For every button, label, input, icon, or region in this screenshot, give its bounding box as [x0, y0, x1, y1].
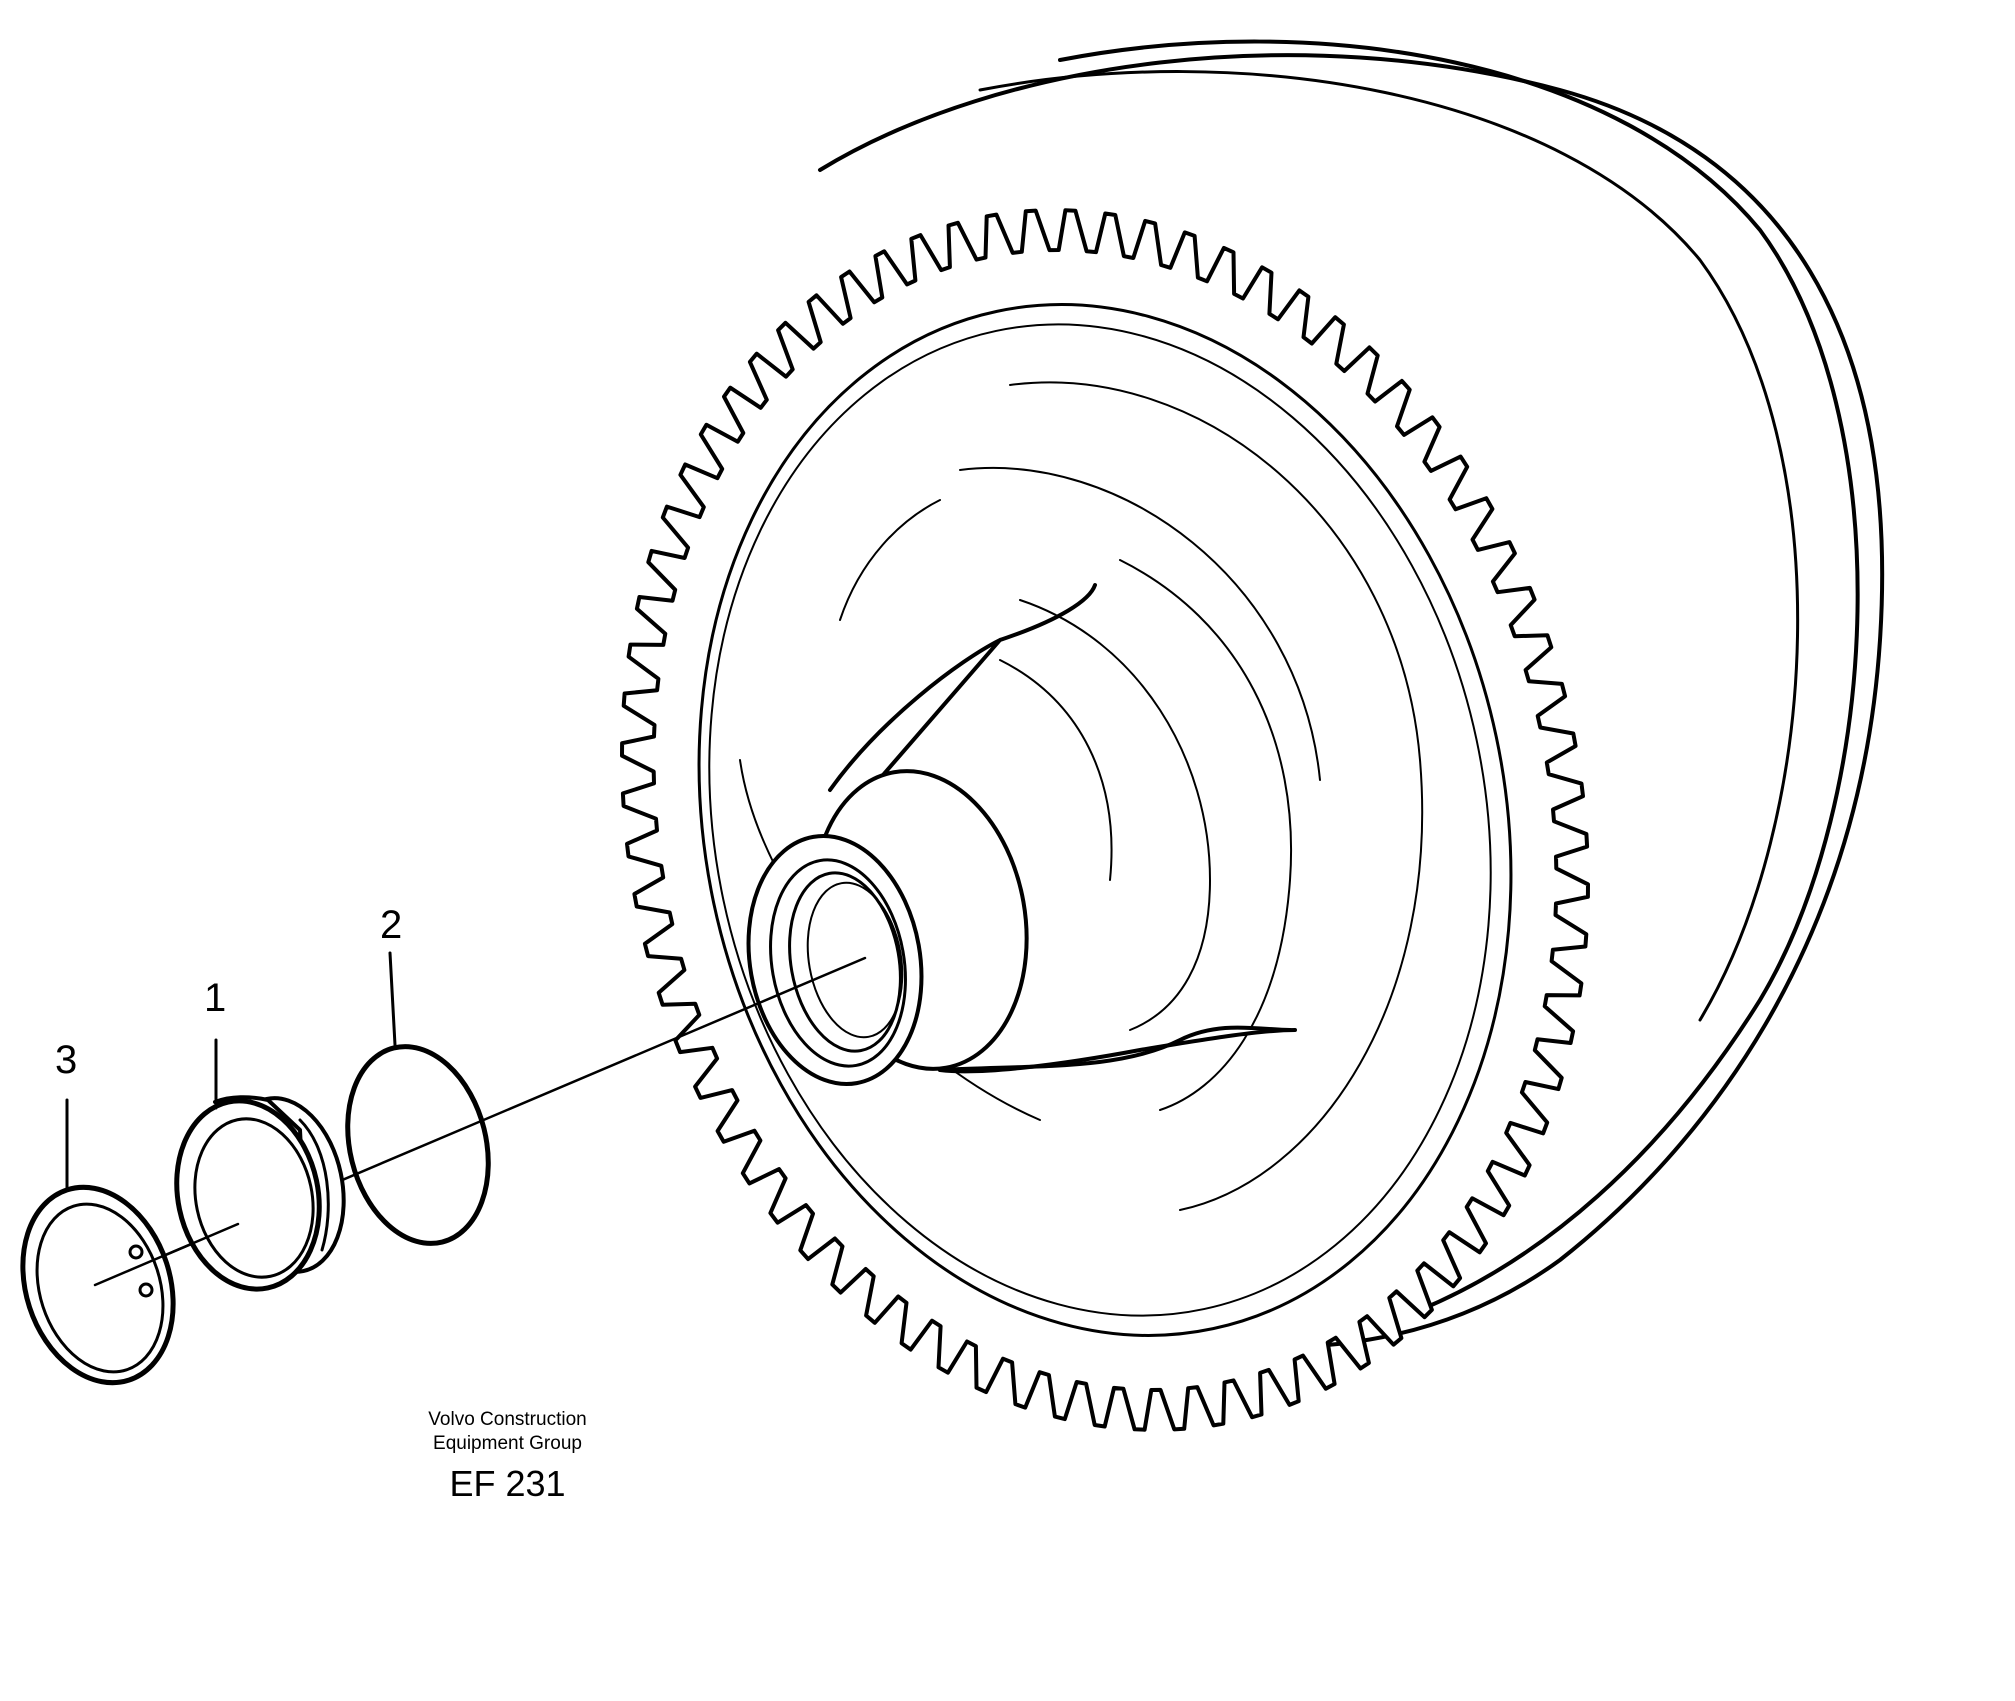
hub-bore-inner: [769, 858, 907, 1068]
inner-contour-2: [959, 467, 1321, 781]
inner-contour-1: [1009, 381, 1424, 1211]
drawing-code: EF 231: [449, 1463, 566, 1504]
hub-bore-step: [788, 871, 902, 1053]
part-3-circlip-outer: [20, 1184, 176, 1386]
part-1-bushing-inner: [193, 1117, 315, 1279]
caption-company-line1: Volvo Construction: [428, 1409, 587, 1430]
hub-bore-outer: [746, 834, 924, 1086]
drawing-caption: Volvo Construction Equipment Group EF 23…: [380, 1408, 635, 1506]
gear-face-disc: [697, 303, 1513, 1337]
part-2-o-ring: [345, 1044, 491, 1246]
drum-rim-line-2: [978, 70, 1800, 1022]
part-3-circlip-eye-top: [128, 1244, 144, 1260]
inner-contour-6: [999, 659, 1113, 881]
callout-1: 1: [204, 976, 227, 1020]
callout-3: 3: [55, 1038, 78, 1082]
inner-contour-4: [1019, 599, 1211, 1031]
part-3-circlip-eye-bottom: [138, 1282, 154, 1298]
drum-rim-line: [1058, 39, 1860, 1312]
part-1-bushing-front: [174, 1098, 322, 1292]
gear-face-ring: [708, 323, 1492, 1317]
axis-through-parts: [93, 1222, 240, 1287]
inner-contour-3: [1119, 559, 1292, 1111]
hub-cone-lower: [938, 1028, 1297, 1074]
leader-line-2: [388, 951, 397, 1047]
inner-contour-5: [839, 499, 941, 621]
callout-2: 2: [380, 903, 403, 947]
part-3-circlip-inner: [35, 1202, 165, 1374]
caption-company-line2: Equipment Group: [433, 1433, 582, 1454]
hub-bore-deep: [806, 881, 904, 1039]
